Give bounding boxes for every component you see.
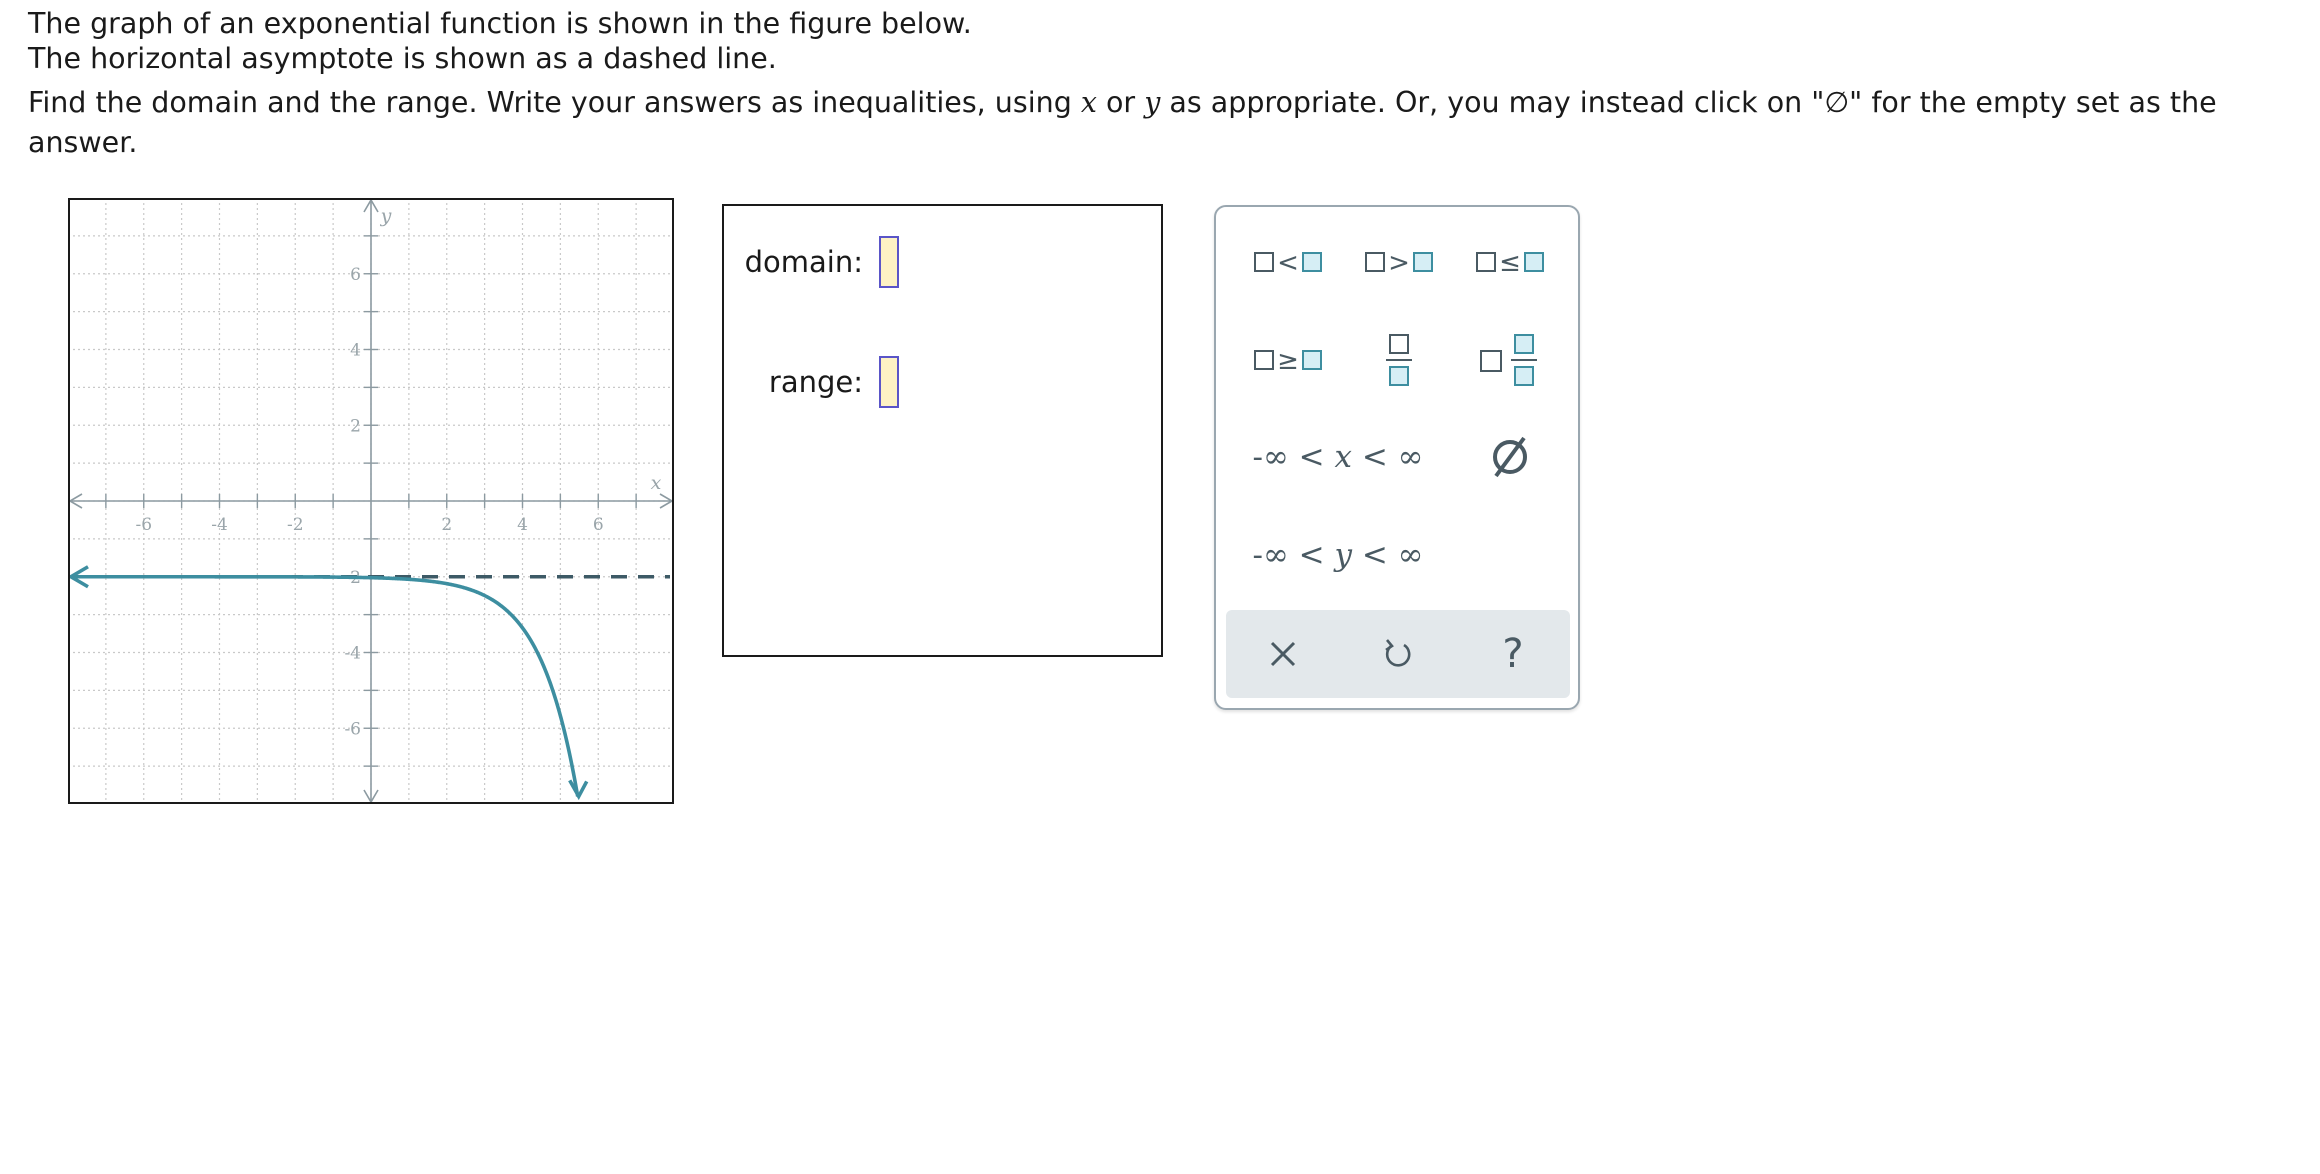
greater-than-icon: > — [1365, 248, 1433, 277]
y-all-reals-button[interactable]: -∞ < y < ∞ — [1252, 537, 1424, 573]
domain-input[interactable] — [879, 236, 899, 288]
palette-toolbar: ? — [1226, 610, 1570, 698]
x-tick-label: 2 — [441, 515, 452, 535]
curve-bottom-arrow — [568, 779, 589, 801]
var-x: x — [1080, 86, 1097, 119]
less-than-icon: < — [1254, 248, 1322, 277]
close-icon — [1270, 641, 1296, 667]
greater-or-equal-icon: ≥ — [1254, 346, 1322, 375]
graph-frame — [68, 198, 674, 804]
y-tick-label: -4 — [344, 644, 361, 664]
empty-set-icon — [1493, 436, 1527, 478]
x-tick-label: 6 — [593, 515, 604, 535]
less-or-equal-icon: ≤ — [1476, 248, 1544, 277]
clear-button[interactable] — [1243, 621, 1323, 687]
fraction-icon — [1386, 334, 1412, 386]
answer-box: domain: range: — [722, 204, 1163, 657]
x-tick-label: -2 — [287, 515, 304, 535]
help-icon: ? — [1502, 631, 1524, 677]
range-input[interactable] — [879, 356, 899, 408]
x-all-reals-button[interactable]: -∞ < x < ∞ — [1252, 439, 1424, 475]
prompt-line-2: The horizontal asymptote is shown as a d… — [28, 42, 777, 75]
mixed-number-button[interactable] — [1460, 327, 1560, 393]
greater-or-equal-button[interactable]: ≥ — [1238, 327, 1338, 393]
domain-label: domain: — [744, 245, 863, 279]
range-row: range: — [769, 356, 899, 408]
undo-icon — [1385, 639, 1411, 667]
domain-row: domain: — [745, 236, 899, 288]
range-label: range: — [768, 365, 863, 399]
y-axis-label: y — [380, 205, 392, 227]
fraction-button[interactable] — [1349, 327, 1449, 393]
less-than-button[interactable]: < — [1238, 229, 1338, 295]
mixed-number-icon — [1480, 334, 1537, 386]
x-tick-label: -4 — [211, 515, 228, 535]
y-tick-label: 6 — [350, 265, 361, 285]
svg-text:≥: ≥ — [1277, 346, 1299, 375]
svg-text:<: < — [1277, 248, 1299, 277]
undo-button[interactable] — [1358, 621, 1438, 687]
svg-text:≤: ≤ — [1499, 248, 1521, 277]
x-tick-label: -6 — [135, 515, 152, 535]
empty-set-button[interactable] — [1460, 424, 1560, 490]
var-y: y — [1144, 86, 1161, 119]
greater-than-button[interactable]: > — [1349, 229, 1449, 295]
y-tick-label: -6 — [344, 719, 361, 739]
help-button[interactable]: ? — [1473, 621, 1553, 687]
exponential-curve — [71, 574, 580, 797]
less-or-equal-button[interactable]: ≤ — [1460, 229, 1560, 295]
math-palette: < > ≤ ≥ — [1214, 205, 1580, 710]
y-tick-label: 4 — [350, 341, 361, 361]
x-tick-label: 4 — [517, 515, 528, 535]
problem-prompt: The graph of an exponential function is … — [28, 6, 2288, 163]
prompt-line-3: Find the domain and the range. Write you… — [28, 86, 2217, 159]
svg-text:>: > — [1388, 248, 1410, 277]
curve-left-arrow — [68, 565, 89, 589]
x-axis-label: x — [651, 472, 662, 494]
prompt-line-1: The graph of an exponential function is … — [28, 7, 972, 40]
y-tick-label: 2 — [350, 416, 361, 436]
